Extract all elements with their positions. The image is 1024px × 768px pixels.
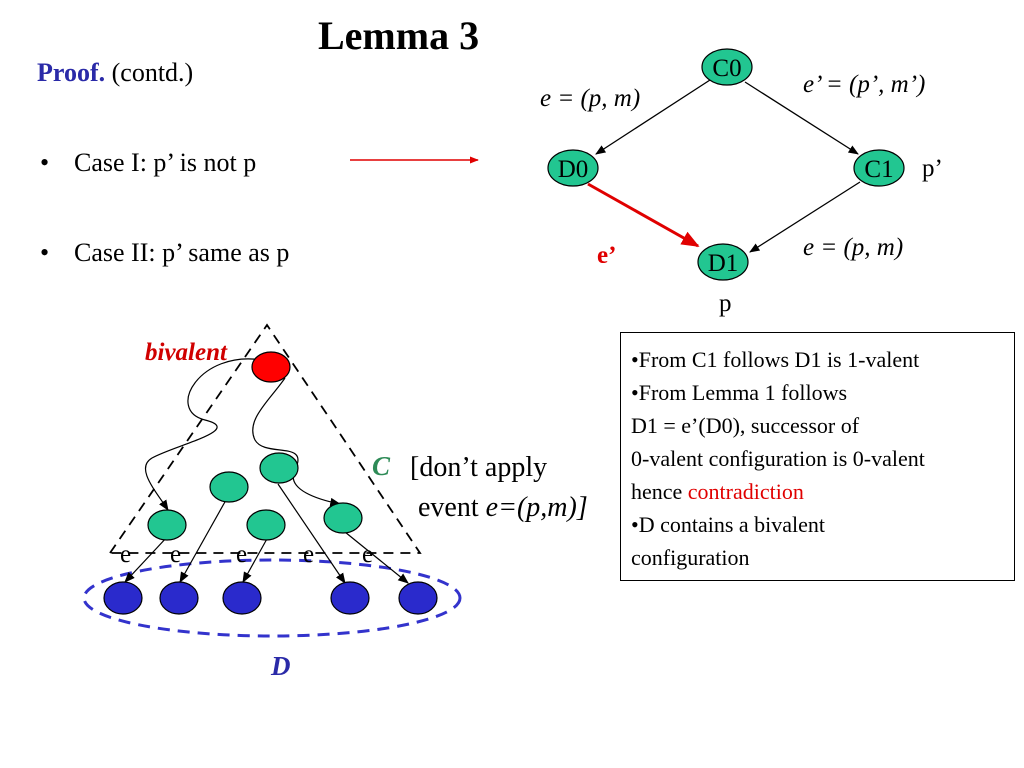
dont-apply-prefix: event <box>418 492 486 523</box>
bullet-symbol: • <box>40 238 50 267</box>
config-node-d <box>398 581 438 615</box>
edge-d0-d1-red <box>587 182 700 248</box>
set-d-ellipse <box>82 558 462 638</box>
edge-label-d0-d1: e’ <box>597 242 616 269</box>
explanation-line: •From Lemma 1 follows <box>631 380 848 405</box>
explanation-box: •From C1 follows D1 is 1-valent •From Le… <box>620 332 1015 581</box>
edge-label-c0-d0: e = (p, m) <box>540 85 640 112</box>
config-node-d <box>222 581 262 615</box>
config-node-d <box>103 581 143 615</box>
config-node-c <box>246 509 286 541</box>
edge-c1-d1 <box>749 181 861 253</box>
explanation-line: hence contradiction <box>631 475 1004 508</box>
explanation-prefix: hence <box>631 479 688 504</box>
node-d0: D0 <box>547 149 599 187</box>
edge-e-label: e <box>170 541 181 568</box>
proof-contd: (contd.) <box>111 58 194 87</box>
explanation-line: 0-valent configuration is 0-valent <box>631 446 925 471</box>
set-c-label: C <box>372 451 391 481</box>
edge-c0-d0 <box>595 79 711 155</box>
arrow-to-d <box>124 535 169 583</box>
node-d1: D1 <box>697 243 749 281</box>
bivalent-label: bivalent <box>145 339 228 366</box>
dont-apply-note: [don’t apply event e=(p,m)] <box>410 448 588 528</box>
process-label-d1: p <box>719 290 732 317</box>
node-c0-label: C0 <box>712 55 741 82</box>
dont-apply-math: e=(p,m)] <box>485 492 588 523</box>
explanation-line: D1 = e’(D0), successor of <box>631 413 860 438</box>
wavy-path <box>252 377 342 507</box>
edge-label-c0-c1: e’ = (p’, m’) <box>803 71 925 98</box>
contradiction-text: contradiction <box>687 479 804 504</box>
bivalent-node <box>251 351 291 383</box>
edge-e-label: e <box>362 541 373 568</box>
node-d1-label: D1 <box>708 250 739 277</box>
dont-apply-line-1: [don’t apply <box>410 452 548 483</box>
config-node-c <box>209 471 249 503</box>
slide-title: Lemma 3 <box>318 13 480 58</box>
node-c1: C1 <box>853 149 905 187</box>
proof-heading: Proof. (contd.) <box>37 58 193 88</box>
set-d-label: D <box>270 651 291 681</box>
proof-label: Proof. <box>37 58 106 87</box>
arrow-to-d <box>179 499 227 583</box>
bullet-text: Case I: p’ is not p <box>74 148 257 177</box>
config-node-c <box>147 509 187 541</box>
edge-e-label: e <box>236 541 247 568</box>
explanation-line: •From C1 follows D1 is 1-valent <box>631 347 920 372</box>
node-d0-label: D0 <box>558 156 589 183</box>
configuration-triangle <box>109 323 422 554</box>
node-c0: C0 <box>701 48 753 86</box>
config-node-d <box>330 581 370 615</box>
edge-c0-c1 <box>744 81 859 155</box>
wavy-path <box>145 358 263 511</box>
config-node-c <box>259 452 299 484</box>
bullet-symbol: • <box>40 148 50 177</box>
explanation-line: •D contains a bivalent <box>631 512 826 537</box>
node-c1-label: C1 <box>864 156 893 183</box>
bullet-case-2: • Case II: p’ same as p <box>40 238 289 268</box>
process-label-c1: p’ <box>922 155 943 182</box>
arrow-to-d <box>277 483 346 584</box>
arrow-to-d <box>344 531 409 584</box>
config-node-c <box>323 502 363 534</box>
dont-apply-line-2: event e=(p,m)] <box>410 488 588 528</box>
explanation-line: configuration <box>631 545 750 570</box>
bullet-case-1: • Case I: p’ is not p <box>40 148 256 178</box>
edge-e-label: e <box>303 541 314 568</box>
bullet-text: Case II: p’ same as p <box>74 238 290 267</box>
config-node-d <box>159 581 199 615</box>
arrow-to-d <box>242 536 269 583</box>
edge-e-label: e <box>120 541 131 568</box>
edge-label-c1-d1: e = (p, m) <box>803 234 903 261</box>
